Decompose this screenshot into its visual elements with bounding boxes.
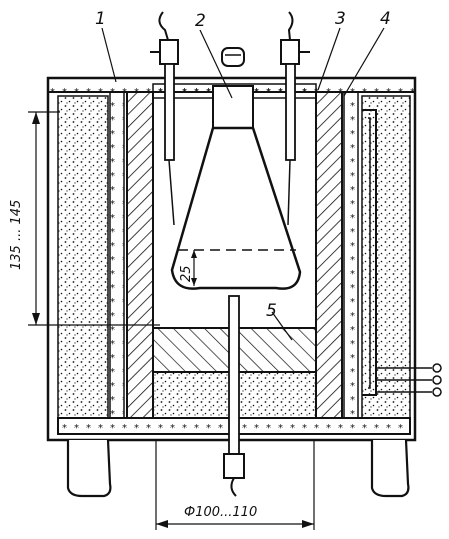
leader-lines [101,27,385,341]
flask-stopper-icon [221,47,245,67]
left-insulation [57,91,154,419]
left-probe [150,11,179,226]
terminal-2-icon [432,375,442,385]
diameter-label: Ф100...110 [184,505,257,520]
depth-label: 25 [179,265,194,282]
label-2: 2 [195,11,206,31]
right-probe [280,11,310,226]
feet [66,439,410,498]
label-4: 4 [380,9,391,29]
bottom-probe [223,295,245,497]
terminal-1-icon [432,363,442,373]
height-range-label: 135 ... 145 [9,200,24,270]
terminal-3-icon [432,387,442,397]
dim-height [28,111,160,326]
dim-diameter [155,440,315,530]
flask [170,47,302,290]
label-3: 3 [335,9,346,29]
right-insulation [315,91,442,419]
label-1: 1 [95,9,106,29]
label-5: 5 [266,301,277,321]
dim-depth [191,250,197,286]
